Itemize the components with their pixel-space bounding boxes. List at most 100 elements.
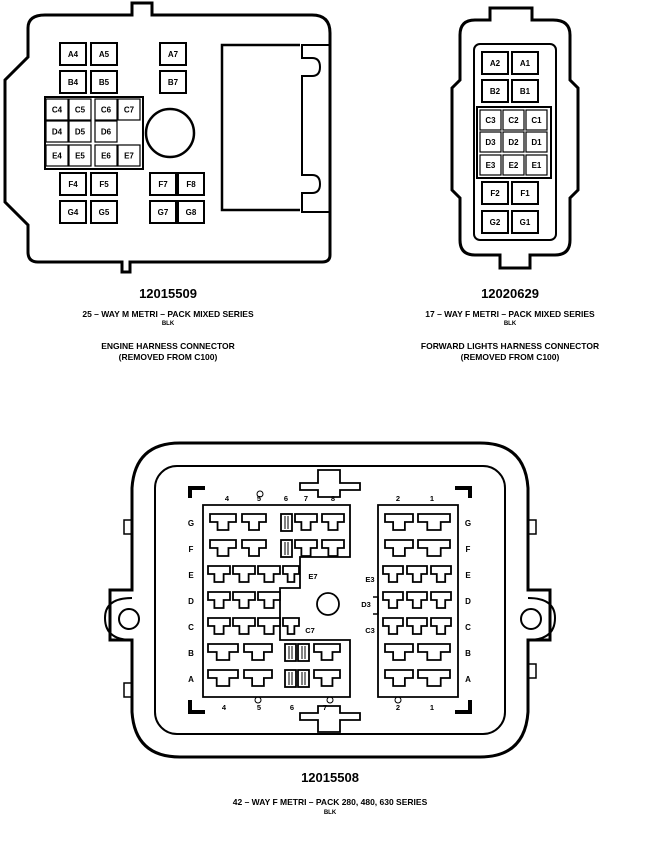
terminal-g4: [209, 513, 237, 531]
row-label-right-b: B: [465, 649, 471, 658]
terminal-c7: [282, 617, 300, 635]
fuse-a6a: [284, 669, 297, 688]
column-marker-dot: [254, 696, 262, 704]
engine-cavity-e6: E6: [94, 144, 118, 167]
engine-cavity-label: B5: [99, 78, 110, 87]
fuse-g6: [280, 513, 293, 532]
col-label-top-right-2: 2: [396, 494, 400, 503]
forward-cavity-c2: C2: [502, 109, 525, 131]
terminal-a1: [417, 669, 451, 687]
engine-cavity-g7: G7: [149, 200, 177, 224]
forward-cavity-label: E1: [532, 161, 542, 170]
forward-cavity-f2: F2: [481, 181, 509, 205]
engine-cavity-b5: B5: [90, 70, 118, 94]
fuse-b6a: [284, 643, 297, 662]
left-mount-hole: [118, 608, 140, 630]
forward-cavity-d3: D3: [479, 131, 502, 153]
left-cavity-block: [202, 504, 351, 698]
engine-cavity-d5: D5: [68, 120, 92, 143]
forward-cavity-g2: G2: [481, 210, 509, 234]
engine-cavity-label: G4: [68, 208, 79, 217]
engine-cavity-e4: E4: [45, 144, 69, 167]
forward-cavity-label: D2: [508, 138, 519, 147]
forward-cavity-a2: A2: [481, 51, 509, 75]
engine-cavity-b4: B4: [59, 70, 87, 94]
forward-series: 17 – WAY F METRI – PACK MIXED SERIES: [425, 309, 595, 319]
terminal-g2: [384, 513, 414, 531]
engine-cavity-label: C7: [124, 106, 135, 115]
col-label-bottom-6: 6: [290, 703, 294, 712]
row-label-left-g: G: [188, 519, 194, 528]
forward-cavity-e1: E1: [525, 154, 548, 176]
engine-cavity-label: D6: [101, 128, 112, 137]
fuse-b6b: [297, 643, 310, 662]
col-label-top-4: 4: [225, 494, 230, 503]
forward-cavity-label: D1: [531, 138, 542, 147]
terminal-e3: [382, 565, 404, 583]
left-tab-bottom: [123, 682, 133, 698]
terminal-f2: [384, 539, 414, 557]
forward-cavity-label: C3: [485, 116, 496, 125]
engine-cavity-g4: G4: [59, 200, 87, 224]
row-label-right-f: F: [466, 545, 471, 554]
forward-part-number: 12020629: [481, 286, 539, 301]
forward-cavity-label: E3: [486, 161, 496, 170]
terminal-c1: [430, 617, 452, 635]
engine-cavity-label: C6: [101, 106, 112, 115]
terminal-e4b: [232, 565, 256, 583]
engine-cavity-g8: G8: [177, 200, 205, 224]
engine-cavity-c4: C4: [45, 98, 69, 121]
engine-cavity-f8: F8: [177, 172, 205, 196]
engine-cavity-c7: C7: [117, 98, 141, 121]
forward-cavity-label: F1: [520, 189, 530, 198]
engine-cavity-label: E4: [52, 152, 62, 161]
engine-cavity-label: D4: [52, 128, 63, 137]
bottom-latch: [299, 705, 361, 733]
terminal-c5: [257, 617, 281, 635]
forward-inner-frame: [473, 43, 557, 241]
column-marker-dot: [326, 696, 334, 704]
left-tab-top: [123, 519, 133, 535]
right-cavity-block: [377, 504, 459, 698]
terminal-b5: [243, 643, 273, 661]
terminal-e5: [257, 565, 281, 583]
engine-cavity-c5: C5: [68, 98, 92, 121]
terminal-f7: [294, 539, 318, 557]
top-latch: [299, 469, 361, 498]
engine-latch-bracket: [220, 43, 300, 212]
forward-cavity-d1: D1: [525, 131, 548, 153]
forward-cavity-g1: G1: [511, 210, 539, 234]
engine-cavity-label: G5: [99, 208, 110, 217]
terminal-f8: [321, 539, 345, 557]
forward-cavity-label: A1: [520, 59, 531, 68]
row-label-left-d: D: [188, 597, 194, 606]
terminal-b2: [384, 643, 414, 661]
terminal-b1: [417, 643, 451, 661]
engine-cavity-label: F7: [158, 180, 168, 189]
engine-cavity-label: C5: [75, 106, 86, 115]
terminal-b7: [313, 643, 341, 661]
terminal-e1: [430, 565, 452, 583]
engine-cavity-d4: D4: [45, 120, 69, 143]
terminal-g5: [241, 513, 267, 531]
terminal-a5: [243, 669, 273, 687]
engine-cavity-label: A5: [99, 50, 110, 59]
engine-center-hole: [144, 107, 196, 159]
row-label-left-e: E: [188, 571, 194, 580]
col-label-bottom-5: 5: [257, 703, 261, 712]
callout-d3: D3: [361, 600, 371, 609]
right-mounting-ear: [527, 597, 557, 641]
row-label-right-e: E: [465, 571, 471, 580]
d3-bracket: [373, 596, 379, 615]
forward-cavity-label: C1: [531, 116, 542, 125]
terminal-g1: [417, 513, 451, 531]
forward-cavity-c3: C3: [479, 109, 502, 131]
terminal-d3: [382, 591, 404, 609]
engine-cavity-label: B7: [168, 78, 179, 87]
row-label-left-b: B: [188, 649, 194, 658]
terminal-c3: [382, 617, 404, 635]
large-series: 42 – WAY F METRI – PACK 280, 480, 630 SE…: [233, 797, 428, 807]
